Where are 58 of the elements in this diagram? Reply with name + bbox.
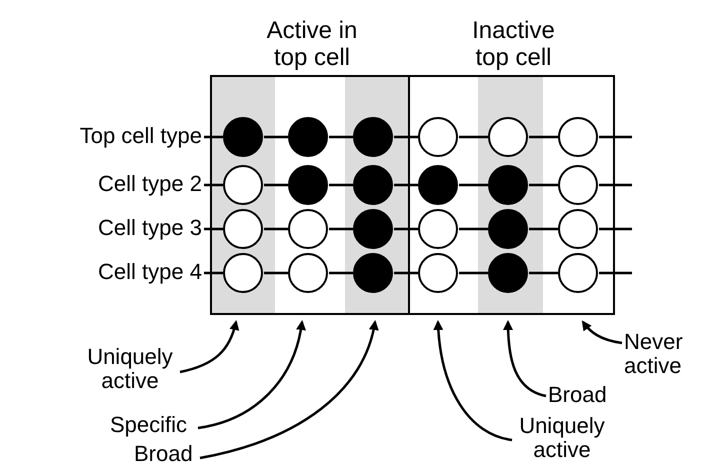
connector-line [264, 184, 288, 186]
callout-label: Uniquely active [512, 414, 612, 462]
connector-line [459, 184, 488, 186]
connector-line [329, 228, 353, 230]
row-label: Top cell type [0, 124, 202, 148]
row-label: Cell type 3 [0, 216, 202, 240]
connector-line [204, 184, 223, 186]
filled-circle [418, 165, 458, 205]
connector-line [459, 136, 488, 138]
open-circle [558, 253, 598, 293]
column-heading: Inactive top cell [471, 17, 556, 71]
connector-line [204, 272, 223, 274]
open-circle [558, 209, 598, 249]
connector-line [264, 228, 288, 230]
connector-line [599, 184, 632, 186]
callout-label: Broad [548, 383, 618, 407]
connector-line [529, 136, 558, 138]
connector-line [529, 272, 558, 274]
open-circle [418, 253, 458, 293]
connector-line [264, 272, 288, 274]
connector-line [204, 136, 223, 138]
open-circle [558, 117, 598, 157]
column-heading: Active in top cell [266, 17, 358, 71]
open-circle [418, 117, 458, 157]
connector-line [329, 136, 353, 138]
callout-label: Uniquely active [80, 345, 180, 393]
open-circle [288, 209, 328, 249]
connector-line [394, 136, 418, 138]
arrow [434, 320, 512, 442]
connector-line [529, 184, 558, 186]
row-label: Cell type 2 [0, 172, 202, 196]
connector-line [394, 272, 418, 274]
callout-label: Specific [110, 413, 200, 437]
connector-line [599, 228, 632, 230]
connector-line [264, 136, 288, 138]
open-circle [288, 253, 328, 293]
connector-line [329, 184, 353, 186]
connector-line [459, 228, 488, 230]
connector-line [599, 272, 632, 274]
open-circle [558, 165, 598, 205]
arrow [582, 320, 622, 344]
filled-circle [288, 165, 328, 205]
filled-circle [288, 117, 328, 157]
connector-line [394, 228, 418, 230]
connector-line [459, 272, 488, 274]
row-label: Cell type 4 [0, 260, 202, 284]
connector-line [204, 228, 223, 230]
arrow [180, 320, 239, 374]
arrow [200, 320, 378, 460]
connector-line [394, 184, 418, 186]
callout-label: Never active [624, 330, 718, 378]
connector-line [329, 272, 353, 274]
arrow [198, 320, 306, 430]
open-circle [418, 209, 458, 249]
connector-line [529, 228, 558, 230]
arrow [503, 320, 546, 398]
connector-line [599, 136, 632, 138]
callout-label: Broad [134, 442, 204, 466]
